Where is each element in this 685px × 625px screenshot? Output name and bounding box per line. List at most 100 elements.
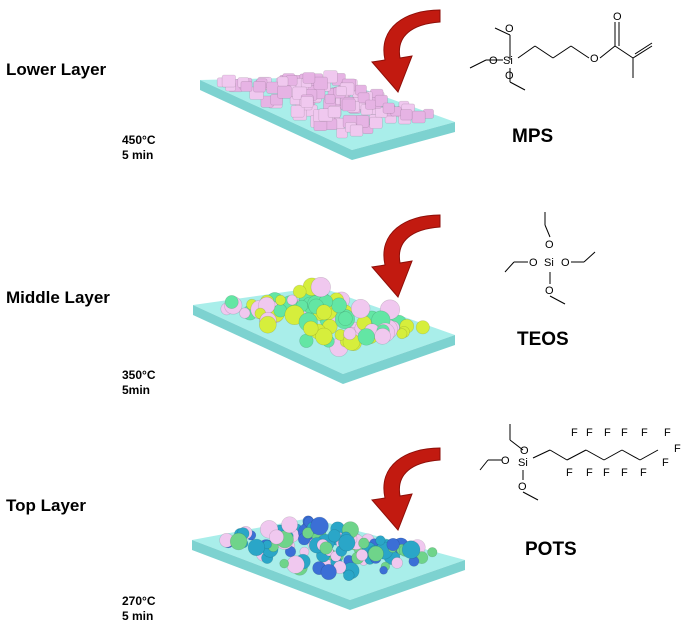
particle [357,328,375,346]
atom-f: F [621,467,628,479]
atom-o: O [561,257,570,269]
particle [355,549,368,562]
structure-pots-atoms: O Si O O F F F F F F F F F F F F F [501,427,681,493]
particle [316,304,332,321]
particle [303,320,319,337]
deposition-arrow-lower [371,9,441,93]
atom-f: F [664,427,671,439]
particle [343,569,355,581]
atom-o: O [520,445,529,457]
structure-mps [469,22,653,91]
particle [268,529,284,545]
layer-label-lower: Lower Layer [6,60,107,79]
condition-lower: 450°C 5 min [122,133,156,163]
atom-o: O [545,239,554,251]
condition-middle: 350°C 5min [122,368,156,398]
temperature-middle: 350°C [122,368,156,382]
precursor-name-pots: POTS [525,539,577,560]
time-top: 5 min [122,609,154,623]
particle [411,110,426,124]
atom-f: F [571,427,578,439]
particle [382,102,395,114]
particle [343,327,357,341]
atom-f: F [641,427,648,439]
temperature-lower: 450°C [122,133,156,147]
particle [341,98,356,112]
particle [310,516,329,536]
atom-f: F [603,467,610,479]
particle [229,532,248,551]
structure-pots [479,424,659,501]
layer-label-top: Top Layer [6,496,86,515]
atom-o: O [613,11,622,23]
particle [367,545,384,562]
atom-o: O [501,455,510,467]
particle [286,555,305,574]
precursor-name-teos: TEOS [517,329,569,350]
particle [358,537,370,549]
atom-o: O [505,70,514,82]
particle [327,106,341,118]
particle [375,535,386,546]
atom-o: O [545,285,554,297]
time-middle: 5min [122,383,151,397]
particle [290,105,305,118]
atom-o: O [505,23,514,35]
particle [240,81,253,92]
particle [336,128,348,139]
condition-top: 270°C 5 min [122,594,156,624]
atom-f: F [586,427,593,439]
particle [253,81,266,93]
particle [331,297,347,314]
structure-mps-atoms: O Si O O O O [489,11,622,82]
particle [415,320,430,335]
particle [277,76,289,87]
atom-f: F [566,467,573,479]
particle [349,124,364,137]
time-lower: 5 min [122,148,154,162]
structure-teos-atoms: O Si O O O [529,239,570,297]
particle [286,294,298,306]
atom-o: O [529,257,538,269]
particle [239,307,251,319]
particle [221,74,236,88]
particle [277,85,292,99]
atom-o: O [590,53,599,65]
particles-middle [220,277,430,357]
particle [365,99,376,110]
particle [391,557,403,569]
atom-si: Si [518,457,528,469]
atom-si: Si [503,55,513,67]
particle [292,284,307,299]
layer-label-middle: Middle Layer [6,288,110,307]
deposition-arrow-top [371,447,441,531]
particle [400,109,413,121]
atom-f: F [640,467,647,479]
particle [401,540,421,559]
particle [224,295,239,309]
particle [374,327,391,345]
particle [275,294,286,306]
particle [281,516,299,534]
particle [258,315,277,334]
atom-o: O [489,55,498,67]
particle [327,529,342,543]
deposition-arrow-middle [371,214,441,298]
atom-f: F [586,467,593,479]
atom-f: F [674,443,681,455]
particle [324,94,336,104]
particle [302,72,316,84]
particle [319,541,333,555]
particle [300,96,314,108]
particle [335,86,347,96]
particle [338,311,353,326]
particle [338,534,356,552]
particle [315,327,333,346]
particle [350,299,371,319]
structure-teos [504,212,596,305]
atom-f: F [604,427,611,439]
particle [386,537,400,552]
particle [247,538,265,557]
particle [320,563,337,581]
